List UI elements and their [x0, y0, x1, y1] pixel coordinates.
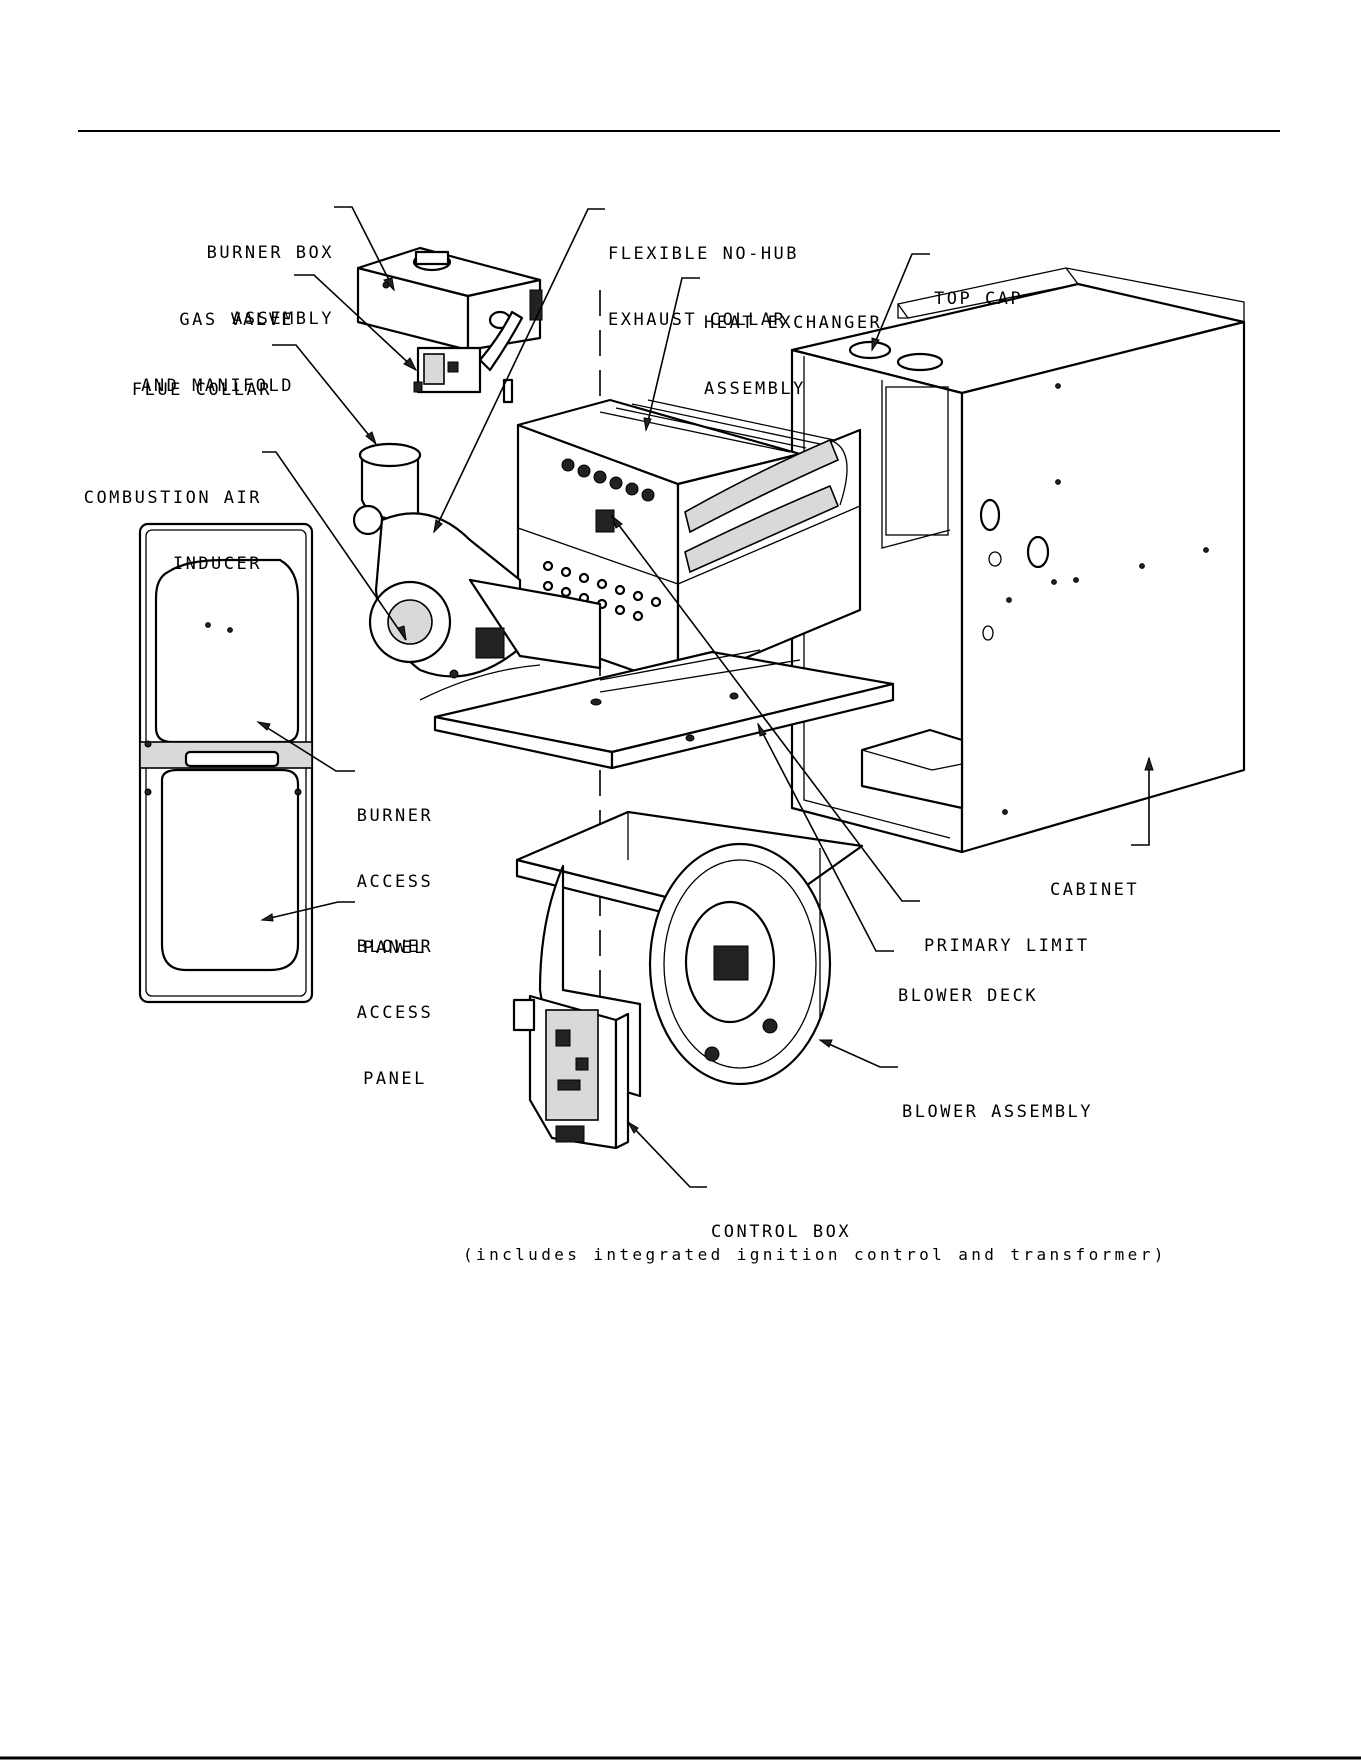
label-heat-exchanger-assembly: HEAT EXCHANGER ASSEMBLY	[704, 268, 882, 444]
gas-valve-manifold-part	[413, 310, 524, 404]
leader-top-cap	[871, 253, 930, 351]
label-burner-access-panel: BURNER ACCESS PANEL	[355, 761, 435, 1003]
label-line: CABINET	[1050, 880, 1140, 900]
label-line: BLOWER DECK	[898, 986, 1039, 1006]
label-line: TOP CAP	[934, 289, 1024, 309]
leader-primary-limit	[611, 515, 920, 902]
label-combustion-air-inducer: COMBUSTION AIR INDUCER	[80, 443, 262, 619]
leader-blower-assembly	[819, 1039, 898, 1068]
leader-blower-deck	[757, 723, 894, 952]
arrow-burner-panel	[256, 721, 271, 731]
label-line: ASSEMBLY	[232, 309, 334, 329]
leader-cabinet	[1131, 758, 1150, 846]
leader-exhaust-collar	[433, 208, 605, 533]
label-flexible-no-hub-exhaust-collar: FLEXIBLE NO-HUB EXHAUST COLLAR	[608, 199, 799, 375]
leader-heat-exchanger	[645, 277, 700, 431]
label-line: FLUE COLLAR	[131, 380, 272, 400]
arrow-flue-collar	[365, 431, 378, 446]
combustion-air-inducer-part	[352, 442, 602, 701]
arrow-blower-deck	[757, 722, 767, 737]
label-burner-box-assembly: BURNER BOX ASSEMBLY	[160, 198, 334, 374]
leader-inducer	[262, 451, 407, 641]
label-line: BURNER	[356, 806, 434, 826]
leader-blower-panel	[261, 901, 355, 921]
label-line: BURNER BOX	[206, 243, 334, 263]
label-line: HEAT EXCHANGER	[704, 313, 883, 333]
control-box-part	[512, 994, 630, 1150]
leader-lines	[257, 206, 1150, 1188]
arrow-top-cap	[871, 337, 880, 352]
label-blower-deck: BLOWER DECK	[898, 941, 1038, 1051]
label-blower-access-panel: BLOWER ACCESS PANEL	[355, 892, 435, 1134]
label-line: ASSEMBLY	[704, 379, 806, 399]
label-line: BLOWER ASSEMBLY	[902, 1102, 1094, 1122]
label-top-cap: TOP CAP	[934, 244, 1023, 354]
arrow-inducer	[397, 625, 407, 641]
label-line: (includes integrated ignition control an…	[463, 1245, 1167, 1264]
label-line: FLEXIBLE NO-HUB	[608, 244, 800, 264]
label-control-box-note: (includes integrated ignition control an…	[463, 1200, 1167, 1310]
label-line: BLOWER	[356, 937, 434, 957]
burner-box-part	[356, 246, 543, 352]
arrow-exhaust-collar	[433, 519, 443, 534]
arrow-blower-panel	[260, 913, 274, 922]
label-line: GAS VALVE	[179, 310, 294, 330]
leader-control-box	[627, 1121, 707, 1188]
arrow-cabinet	[1144, 756, 1154, 771]
label-line: PRIMARY LIMIT	[924, 936, 1090, 956]
label-primary-limit: PRIMARY LIMIT	[924, 891, 1090, 1001]
leader-burner-box	[334, 206, 395, 291]
leader-flue-collar	[272, 344, 377, 445]
leader-gas-valve	[294, 274, 417, 371]
arrow-gas-valve	[403, 357, 418, 372]
label-line: PANEL	[363, 938, 427, 958]
label-gas-valve-and-manifold: GAS VALVE AND MANIFOLD	[130, 265, 294, 441]
arrow-primary-limit	[610, 514, 623, 529]
label-line: COMBUSTION AIR	[83, 488, 262, 508]
arrow-heat-exchanger	[643, 417, 652, 432]
blower-deck-part	[433, 649, 895, 770]
label-line: AND MANIFOLD	[141, 376, 294, 396]
label-line: INDUCER	[172, 554, 262, 574]
arrow-blower-assembly	[818, 1039, 833, 1048]
leader-burner-panel	[257, 721, 355, 772]
label-line: ACCESS	[356, 1003, 434, 1023]
label-control-box: CONTROL BOX	[711, 1177, 851, 1287]
arrow-control-box	[626, 1120, 639, 1134]
label-line: CONTROL BOX	[711, 1222, 852, 1242]
leader-arrowheads	[256, 277, 1154, 1134]
label-line: ACCESS	[356, 872, 434, 892]
blower-assembly-part	[515, 810, 864, 1098]
label-line: EXHAUST COLLAR	[608, 310, 787, 330]
front-door-panels	[138, 522, 314, 1004]
label-flue-collar: FLUE COLLAR	[120, 335, 272, 445]
arrow-burner-box	[383, 277, 395, 292]
label-cabinet: CABINET	[1050, 835, 1139, 945]
label-blower-assembly: BLOWER ASSEMBLY	[902, 1057, 1093, 1167]
label-line: PANEL	[363, 1069, 427, 1089]
